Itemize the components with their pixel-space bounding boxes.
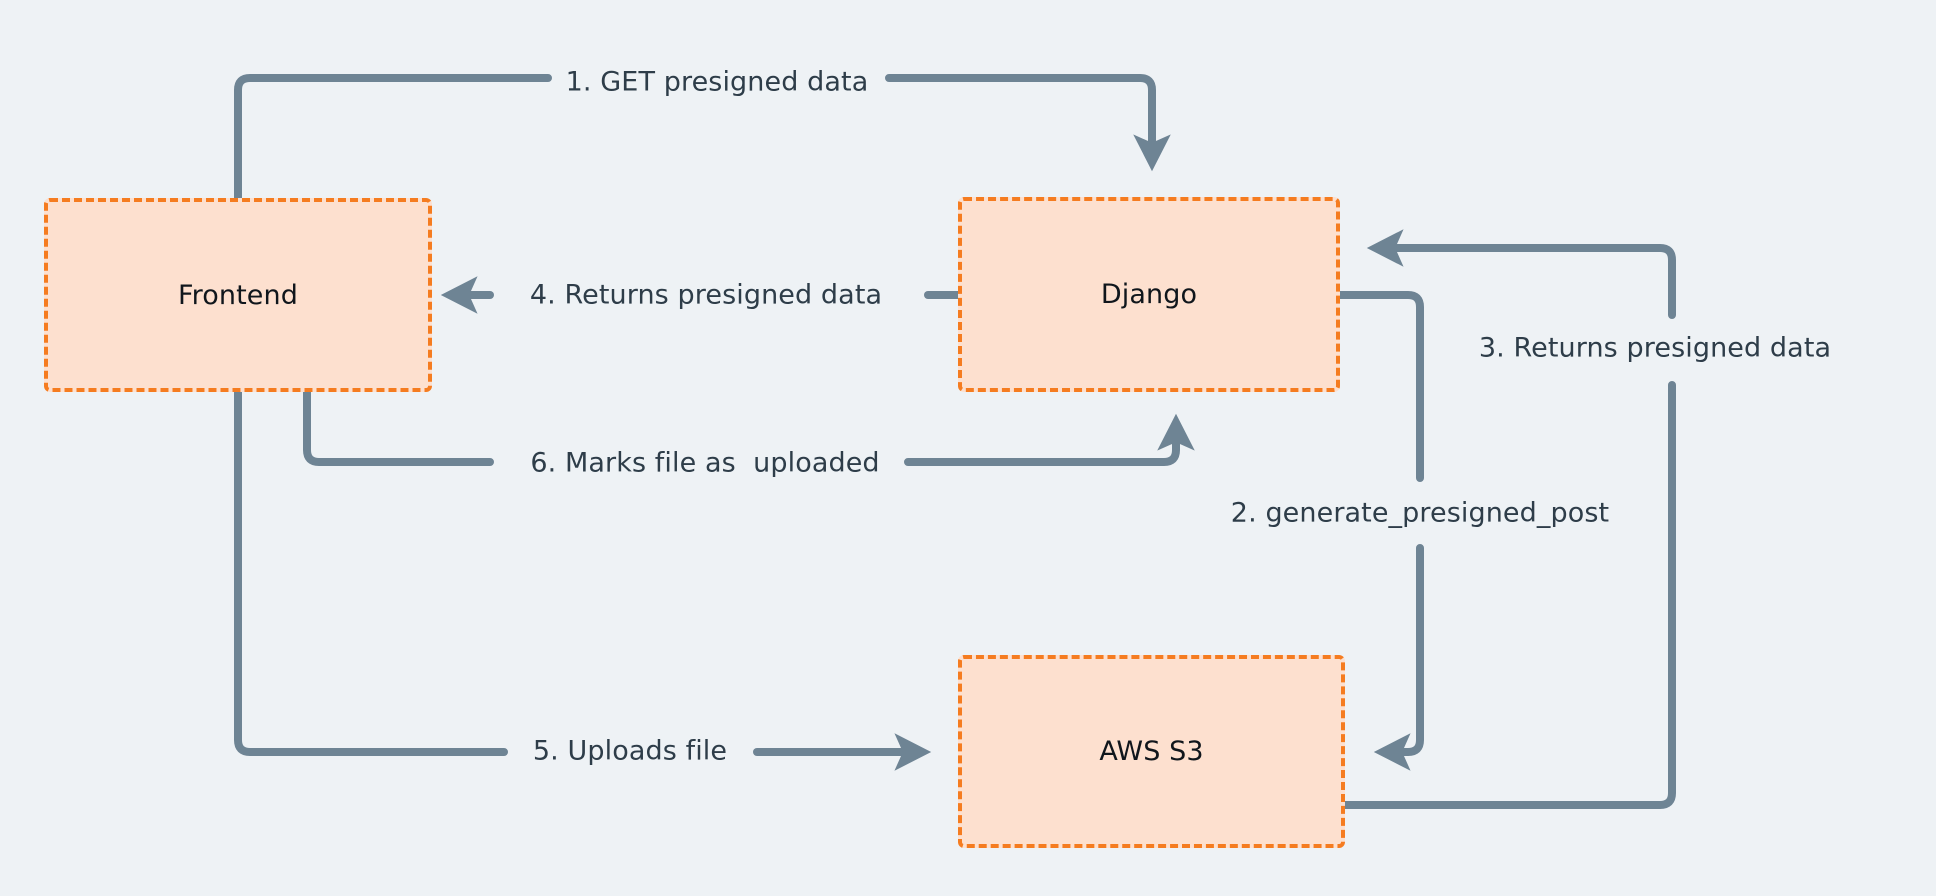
edge-path-1a	[234, 74, 552, 202]
edge-path-5a	[234, 388, 508, 756]
edge-label-3: 3. Returns presigned data	[1472, 332, 1838, 364]
node-aws-s3-label: AWS S3	[1099, 736, 1204, 767]
edge-path-2b	[1373, 544, 1424, 771]
edge-label-1: 1. GET presigned data	[559, 66, 875, 98]
edge-label-5: 5. Uploads file	[526, 735, 734, 767]
node-aws-s3[interactable]: AWS S3	[958, 655, 1345, 848]
edge-label-2: 2. generate_presigned_post	[1224, 497, 1616, 529]
edge-label-4: 4. Returns presigned data	[523, 279, 889, 311]
edge-path-3b	[1366, 229, 1676, 319]
node-frontend-label: Frontend	[178, 279, 298, 311]
node-django[interactable]: Django	[958, 197, 1340, 392]
node-frontend[interactable]: Frontend	[44, 198, 432, 392]
edge-path-6a	[303, 388, 494, 466]
edge-path-3a	[1341, 381, 1676, 809]
edge-label-6: 6. Marks file as uploaded	[524, 447, 886, 479]
edge-path-2a	[1336, 291, 1424, 482]
edge-path-6b	[904, 413, 1195, 466]
edge-path-1b	[885, 74, 1171, 172]
node-django-label: Django	[1100, 279, 1198, 310]
